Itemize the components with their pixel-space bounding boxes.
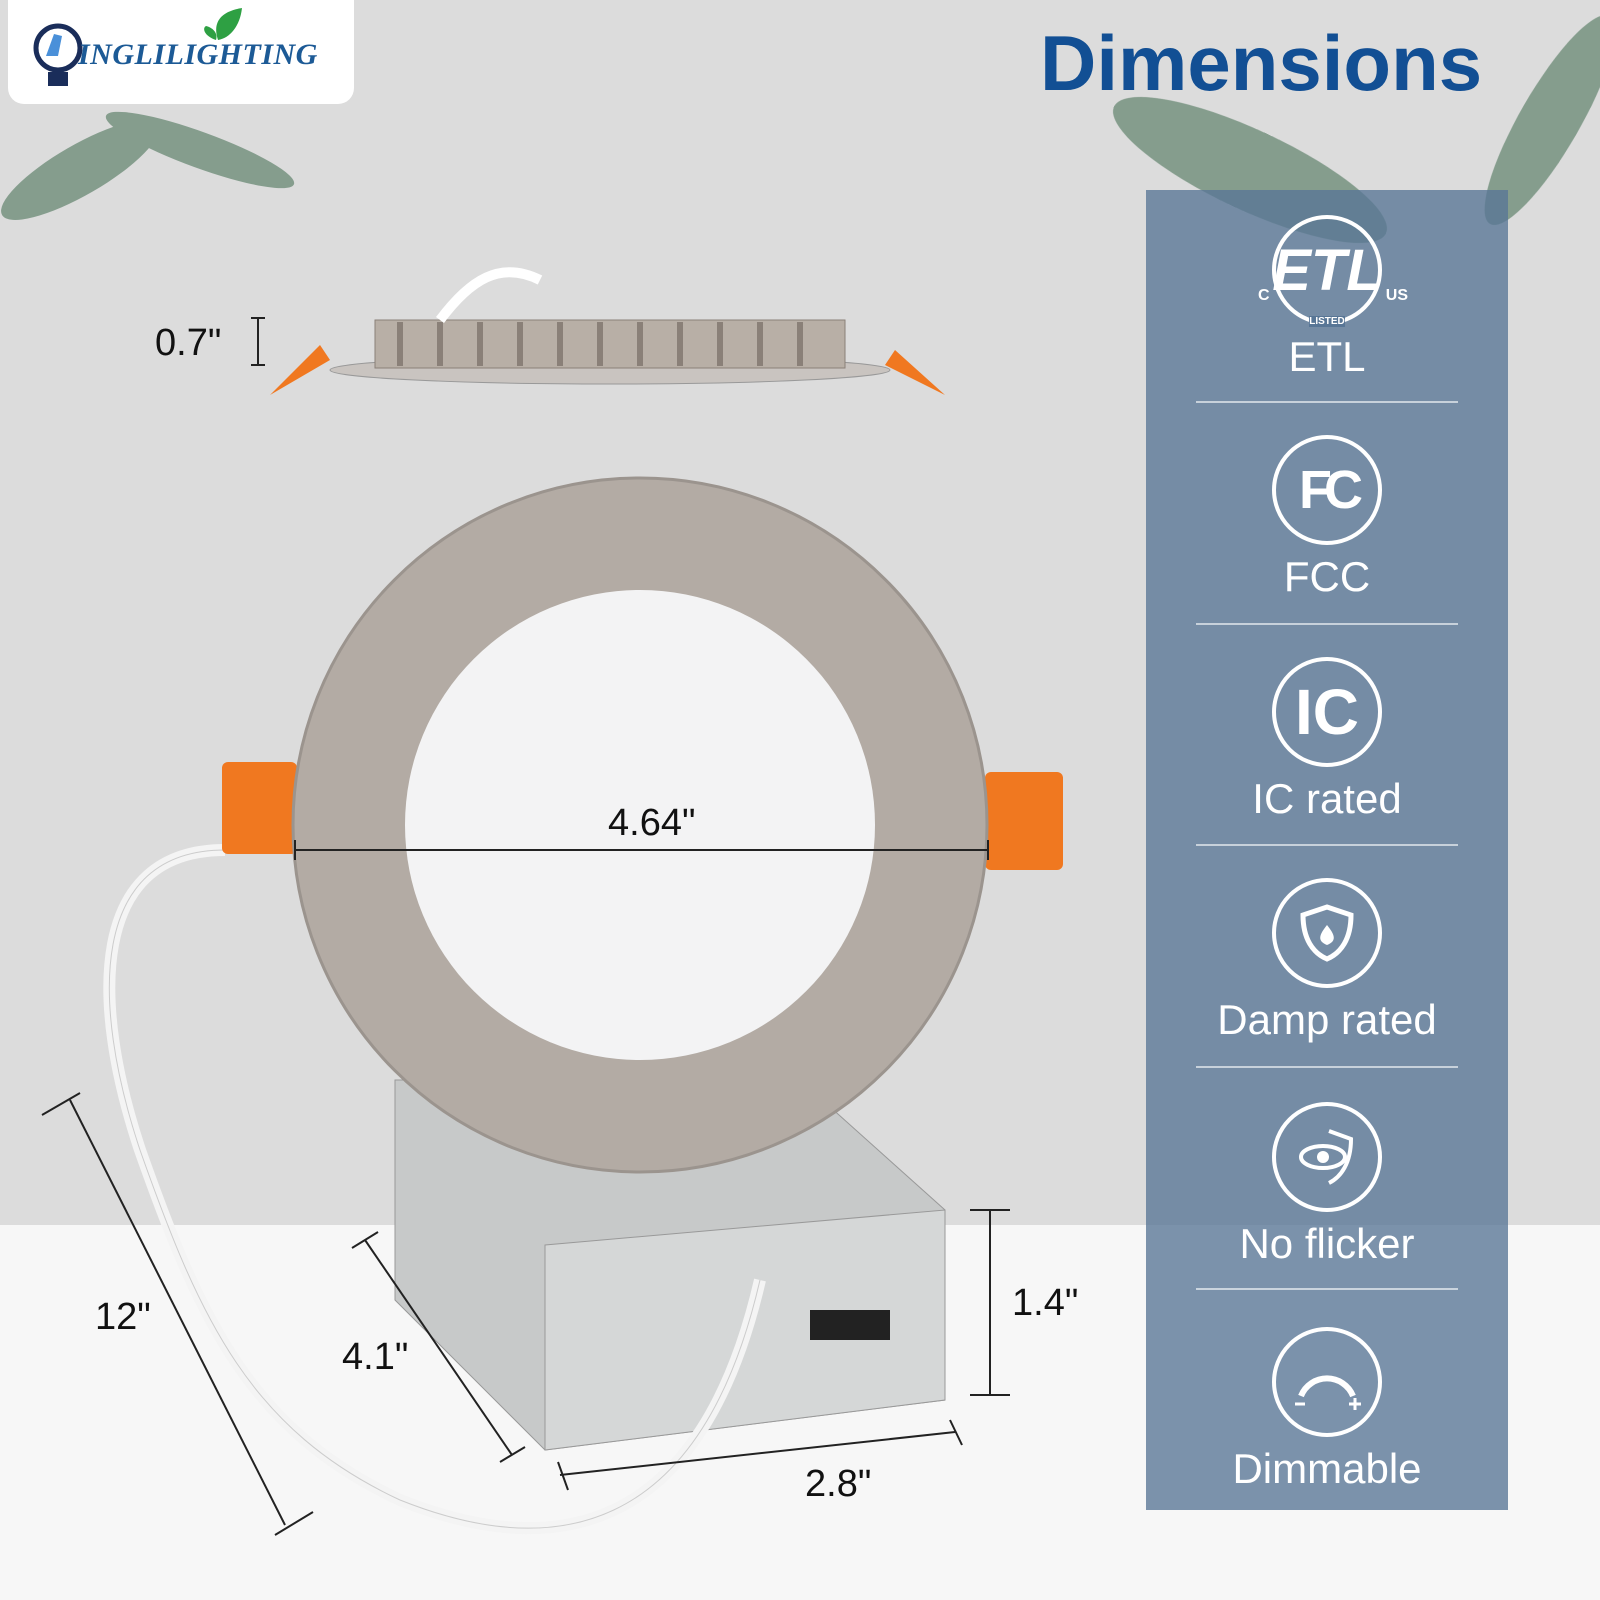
lens <box>405 590 875 1060</box>
etl-mark-us: US <box>1385 287 1408 304</box>
badge-dimmable: Dimmable <box>1146 1327 1508 1493</box>
side-view <box>251 267 945 395</box>
badge-ic: IC IC rated <box>1146 657 1508 823</box>
brand-logo-text: INGLILIGHTING <box>78 38 318 71</box>
junction-box <box>394 1079 946 1451</box>
dimension-cable-length: 12" <box>95 1296 151 1338</box>
ic-icon: IC <box>1272 657 1382 767</box>
dimension-box-height: 1.4" <box>1012 1282 1079 1324</box>
lightbulb-hand-icon <box>33 23 83 86</box>
dimmer-icon <box>1272 1327 1382 1437</box>
eye-shield-icon <box>1272 1102 1382 1212</box>
dimension-box-length: 4.1" <box>342 1336 409 1378</box>
spring-clip-left <box>222 762 297 854</box>
etl-mark-listed: LISTED <box>1309 316 1345 327</box>
brand-logo <box>8 0 354 104</box>
leaf-icon <box>204 8 242 40</box>
divider <box>1196 401 1458 403</box>
etl-listed-icon: ETL C US LISTED <box>1258 215 1408 327</box>
divider <box>1196 623 1458 625</box>
badge-no-flicker: No flicker <box>1146 1102 1508 1268</box>
badge-damp: Damp rated <box>1146 878 1508 1044</box>
badge-label: FCC <box>1283 553 1371 600</box>
spring-clip-right <box>985 772 1063 870</box>
shield-drop-icon <box>1272 878 1382 988</box>
dimension-trim-height: 0.7" <box>155 322 222 364</box>
badge-fcc: FC FCC <box>1146 435 1508 601</box>
divider <box>1196 1066 1458 1068</box>
certifications-panel: ETL C US LISTED ETL FC FCC IC IC rated D… <box>1146 190 1508 1510</box>
divider <box>1196 1288 1458 1290</box>
badge-label: ETL <box>1288 333 1366 380</box>
etl-mark-c: C <box>1258 287 1270 304</box>
badge-etl: ETL C US LISTED ETL <box>1146 215 1508 381</box>
badge-label: IC rated <box>1252 775 1402 822</box>
badge-label: Damp rated <box>1217 996 1437 1043</box>
dimension-box-width: 2.8" <box>805 1463 872 1505</box>
page-title: Dimensions <box>1040 19 1483 107</box>
dimension-lines <box>41 840 1010 1536</box>
badge-label: No flicker <box>1239 1220 1415 1267</box>
fcc-icon: FC <box>1272 435 1382 545</box>
divider <box>1196 844 1458 846</box>
badge-label: Dimmable <box>1232 1445 1422 1492</box>
dimension-diameter: 4.64" <box>608 802 696 844</box>
